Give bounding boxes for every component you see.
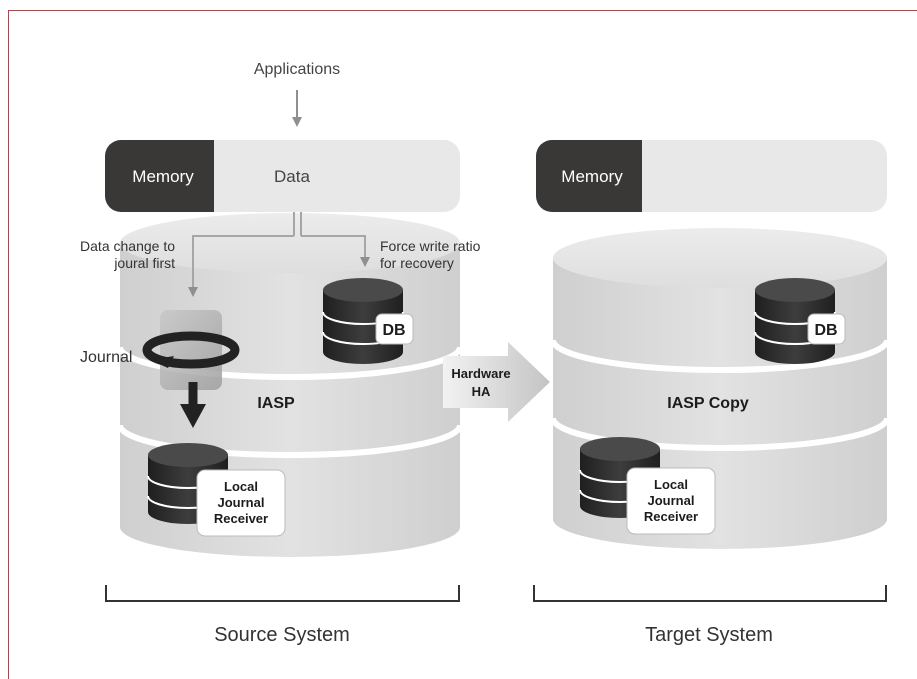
data-label: Data [274, 167, 310, 186]
source-memory-label: Memory [132, 167, 194, 186]
target-memory-bar: Memory [536, 140, 887, 212]
force-write-label-2: for recovery [380, 255, 454, 271]
journal-label: Journal [80, 349, 132, 366]
target-receiver-icon: Local Journal Receiver [579, 437, 716, 535]
source-receiver-line2: Journal [218, 495, 265, 510]
target-iasp-label: IASP Copy [667, 395, 749, 412]
source-memory-bar: Memory Data [105, 140, 460, 212]
source-receiver-icon: Local Journal Receiver [147, 443, 286, 537]
target-db-label: DB [814, 322, 837, 339]
source-caption: Source System [214, 624, 350, 646]
target-system: Memory DB IASP Copy Local Journal Receiv… [533, 140, 890, 646]
journal-icon [142, 310, 240, 428]
target-receiver-line2: Journal [648, 493, 695, 508]
data-change-label-1: Data change to [80, 238, 175, 254]
frame-border [8, 10, 917, 679]
data-flow-arrows [188, 212, 370, 297]
source-db-label: DB [382, 322, 405, 339]
target-receiver-line3: Receiver [644, 509, 698, 524]
data-change-label-2: joural first [113, 255, 175, 271]
source-receiver-line1: Local [224, 479, 258, 494]
target-memory-label: Memory [561, 167, 623, 186]
hardware-ha-line1: Hardware [451, 366, 510, 381]
source-iasp-label: IASP [257, 395, 295, 412]
hardware-ha-arrow: Hardware HA [443, 342, 550, 422]
source-receiver-line3: Receiver [214, 511, 268, 526]
target-receiver-line1: Local [654, 477, 688, 492]
source-bracket [105, 585, 460, 602]
target-caption: Target System [645, 624, 773, 646]
target-bracket [533, 585, 887, 602]
applications-label: Applications [254, 61, 340, 78]
source-db-icon: DB [322, 278, 414, 364]
hardware-ha-line2: HA [472, 384, 491, 399]
force-write-label-1: Force write ratio [380, 238, 481, 254]
source-system: Applications Memory Data Data change to … [80, 61, 481, 646]
target-db-icon: DB [754, 278, 846, 364]
